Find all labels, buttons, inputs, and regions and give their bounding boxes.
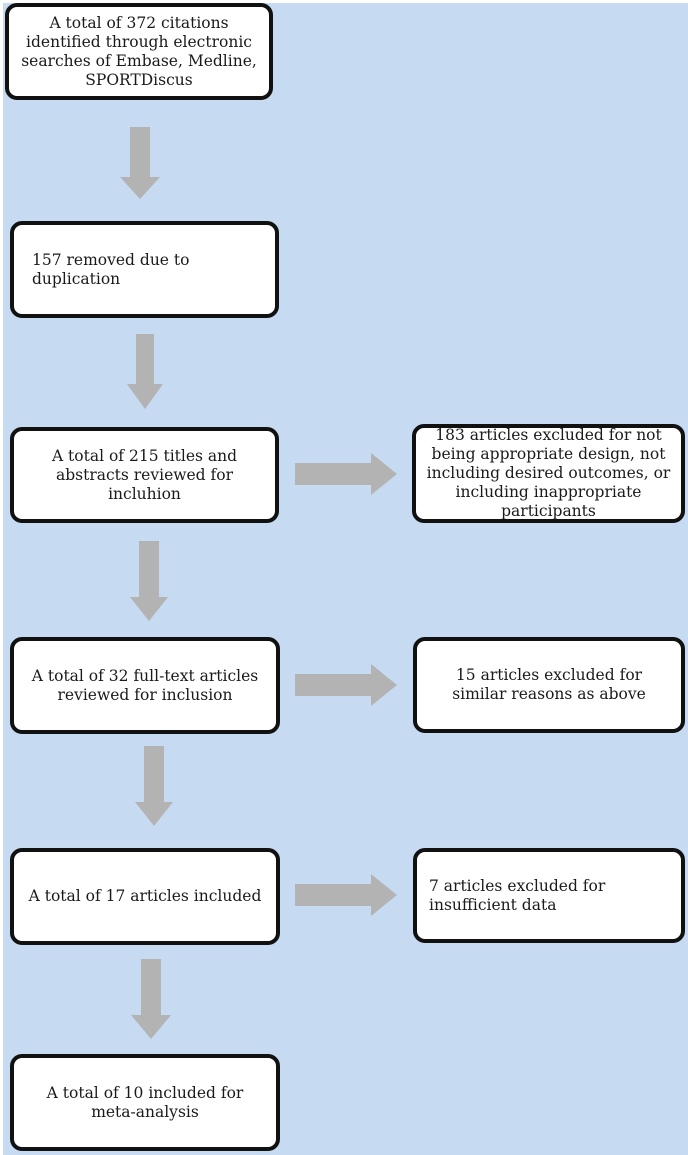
box-full-text-reviewed: A total of 32 full-text articles reviewe… [10,637,280,734]
box-full-text-reviewed-text: A total of 32 full-text articles reviewe… [31,666,259,704]
down-arrow-3 [130,541,168,621]
box-meta-analysis-text: A total of 10 included for meta-analysis [46,1083,244,1121]
box-titles-abstracts-text: A total of 215 titles and abstracts revi… [51,446,238,503]
box-excluded-design-text: 183 articles excluded for not being appr… [426,426,671,520]
box-articles-included: A total of 17 articles included [10,848,280,945]
box-excluded-insufficient: 7 articles excluded for insufficient dat… [413,848,685,943]
box-titles-abstracts: A total of 215 titles and abstracts revi… [10,427,279,523]
down-arrow-5 [131,959,171,1039]
box-meta-analysis: A total of 10 included for meta-analysis [10,1054,280,1151]
box-citations-identified-text: A total of 372 citations identified thro… [21,13,257,89]
box-citations-identified: A total of 372 citations identified thro… [5,3,273,100]
box-excluded-similar: 15 articles excluded for similar reasons… [413,637,685,733]
down-arrow-1 [120,127,160,199]
right-arrow-3 [295,874,397,916]
right-arrow-2 [295,664,397,706]
box-articles-included-text: A total of 17 articles included [28,887,262,905]
box-excluded-insufficient-text: 7 articles excluded for insufficient dat… [429,876,606,914]
box-duplicates-removed-text: 157 removed due to duplication [32,250,190,288]
down-arrow-2 [127,334,163,409]
box-excluded-similar-text: 15 articles excluded for similar reasons… [452,666,646,703]
box-excluded-design: 183 articles excluded for not being appr… [412,424,685,523]
down-arrow-4 [135,746,173,826]
right-arrow-1 [295,453,397,495]
box-duplicates-removed: 157 removed due to duplication [10,221,279,318]
